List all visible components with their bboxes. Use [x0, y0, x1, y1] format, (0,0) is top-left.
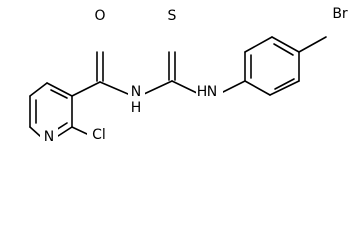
bond-pyr-inner-2 [50, 89, 68, 99]
bromine-label: Br [332, 6, 348, 22]
bond-ph-1 [244, 80, 271, 96]
molecule-diagram: O N H S H N Br N Cl [29, 5, 354, 146]
chlorine-label: Cl [92, 127, 106, 143]
atom-label-layer: O N H S H N Br N Cl [40, 5, 354, 146]
sulfur-label-bg [164, 7, 181, 25]
bond-ring-to-carbonyl [71, 81, 101, 97]
thio-nitrogen-label-bg [196, 82, 223, 102]
chlorine-label-bg [87, 126, 111, 144]
bond-thiocarbonyl-to-n2 [171, 80, 200, 95]
thio-hydrogen-label: H [197, 84, 208, 100]
oxygen-label-bg [91, 7, 109, 25]
bond-ring-to-chlorine [71, 126, 88, 135]
bond-n1-to-thiocarbonyl [143, 80, 173, 95]
bond-pyr-3 [29, 126, 41, 137]
bond-ph-inner-2 [274, 78, 295, 90]
bond-layer [29, 36, 327, 137]
bond-ph-5 [244, 36, 273, 53]
chemical-structure-canvas: O N H S H N Br N Cl [29, 5, 354, 146]
amide-nitrogen-label-bg [128, 82, 145, 104]
thio-nitrogen-label: N [207, 84, 217, 100]
bond-carbonyl-to-n1 [99, 81, 129, 95]
bond-phenyl-to-bromine [298, 36, 327, 53]
sulfur-label: S [168, 8, 177, 24]
bond-ph-4 [271, 36, 300, 53]
bromine-label-bg [326, 5, 354, 23]
bond-pyr-6 [46, 82, 73, 97]
pyridine-nitrogen-label: N [44, 129, 54, 145]
oxygen-label: O [94, 8, 105, 24]
bond-pyr-1 [29, 82, 48, 97]
amide-hydrogen-label: H [131, 100, 142, 116]
bond-pyr-4 [57, 126, 73, 137]
amide-nitrogen-label: N [131, 84, 141, 100]
pyridine-nitrogen-label-bg [40, 128, 58, 146]
bond-n2-to-phenyl [218, 80, 246, 95]
bond-ph-inner-3 [273, 43, 294, 56]
bond-ph-2 [269, 80, 300, 96]
